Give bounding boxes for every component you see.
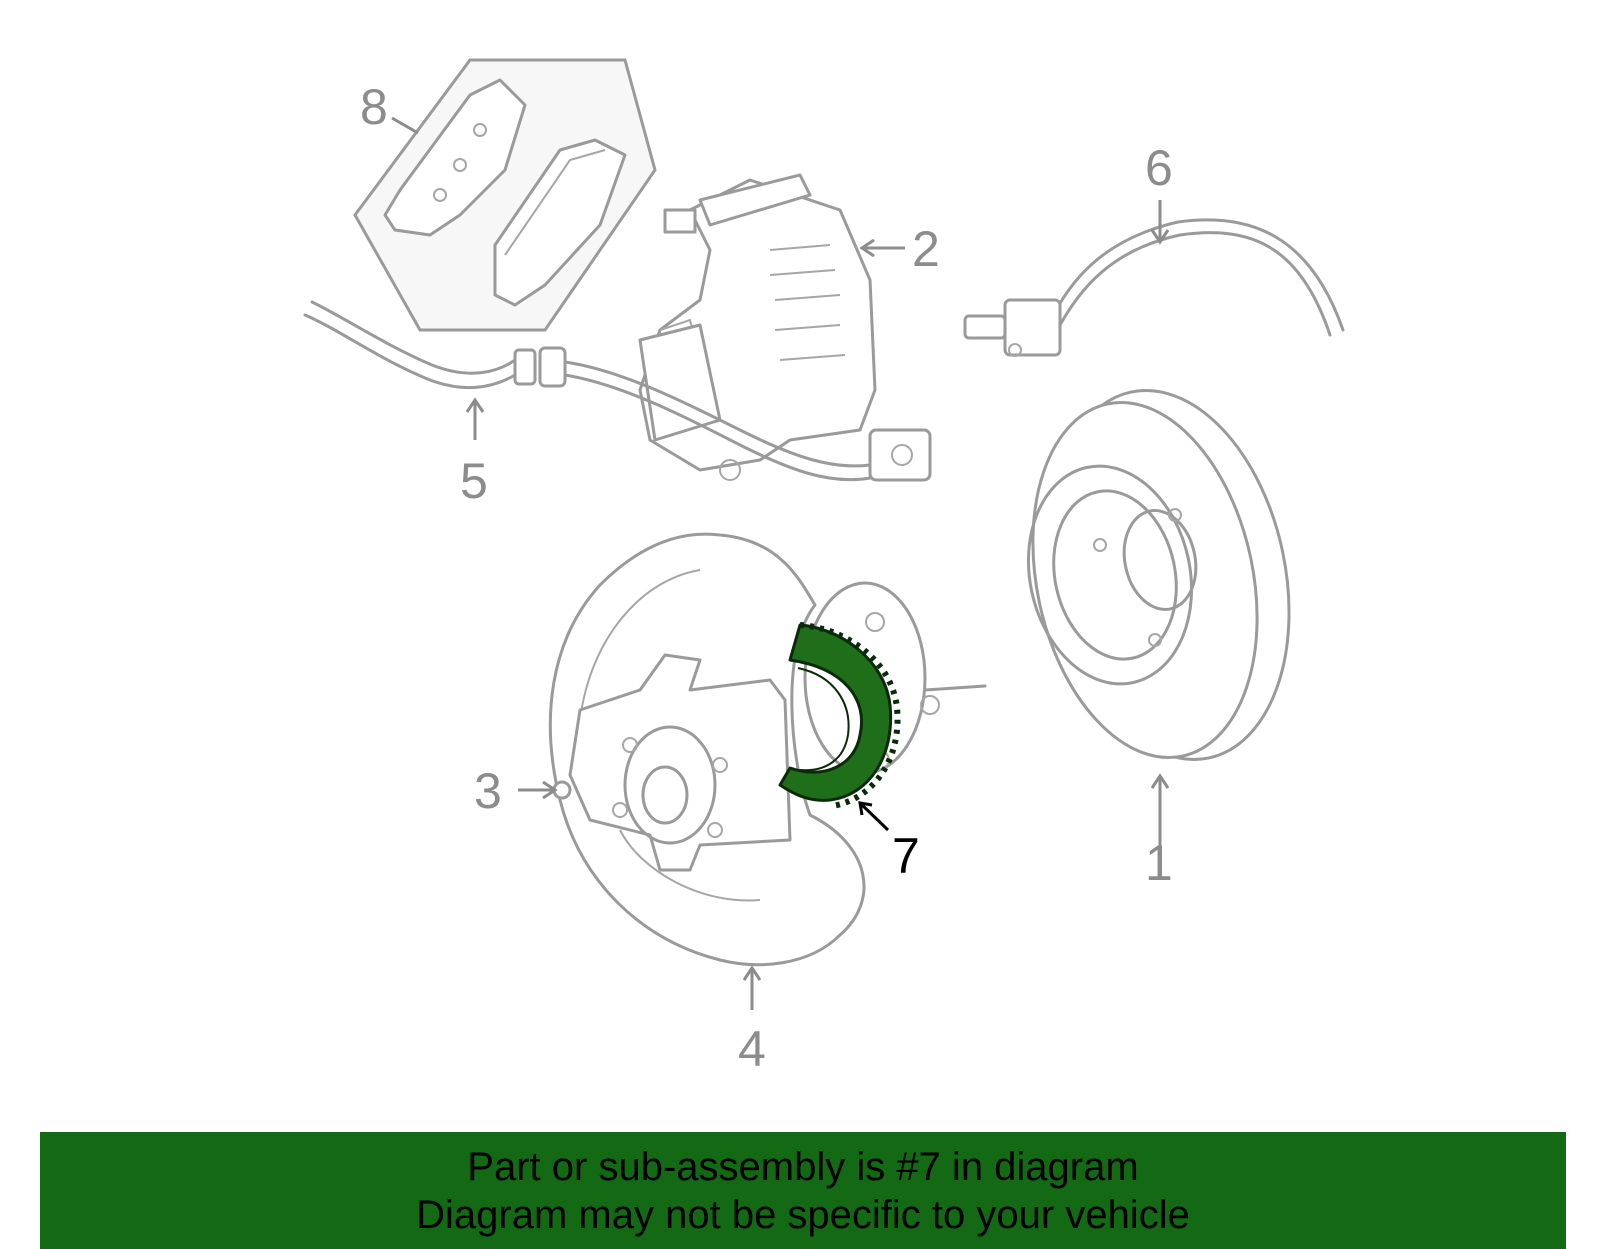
callout-7[interactable]: 7 bbox=[892, 828, 920, 884]
arrow-6 bbox=[1150, 200, 1170, 245]
callout-1[interactable]: 1 bbox=[1145, 835, 1173, 891]
callout-3[interactable]: 3 bbox=[474, 763, 502, 819]
part-2-caliper[interactable] bbox=[638, 173, 877, 481]
callout-6[interactable]: 6 bbox=[1145, 140, 1173, 196]
callout-8[interactable]: 8 bbox=[360, 79, 388, 135]
arrow-2 bbox=[859, 238, 905, 258]
arrow-1 bbox=[1150, 773, 1170, 848]
banner-line-2: Diagram may not be specific to your vehi… bbox=[416, 1192, 1190, 1237]
callout-arrows bbox=[391, 116, 1170, 1010]
arrow-5 bbox=[465, 397, 485, 440]
callout-2[interactable]: 2 bbox=[912, 221, 940, 277]
part-5-brake-hose[interactable] bbox=[303, 300, 932, 482]
callout-5[interactable]: 5 bbox=[460, 453, 488, 509]
arrow-8 bbox=[391, 116, 419, 135]
arrow-4 bbox=[742, 965, 762, 1010]
part-6-abs-sensor[interactable] bbox=[963, 218, 1345, 357]
part-7-tone-ring[interactable] bbox=[778, 622, 901, 809]
part-8-brake-pads[interactable] bbox=[353, 58, 657, 332]
callout-4[interactable]: 4 bbox=[738, 1021, 766, 1077]
part-1-rotor[interactable] bbox=[1002, 368, 1321, 782]
arrow-3 bbox=[518, 780, 558, 800]
info-banner: Part or sub-assembly is #7 in diagram Di… bbox=[40, 1132, 1566, 1249]
banner-line-1: Part or sub-assembly is #7 in diagram bbox=[467, 1144, 1139, 1189]
arrow-7 bbox=[858, 801, 890, 832]
